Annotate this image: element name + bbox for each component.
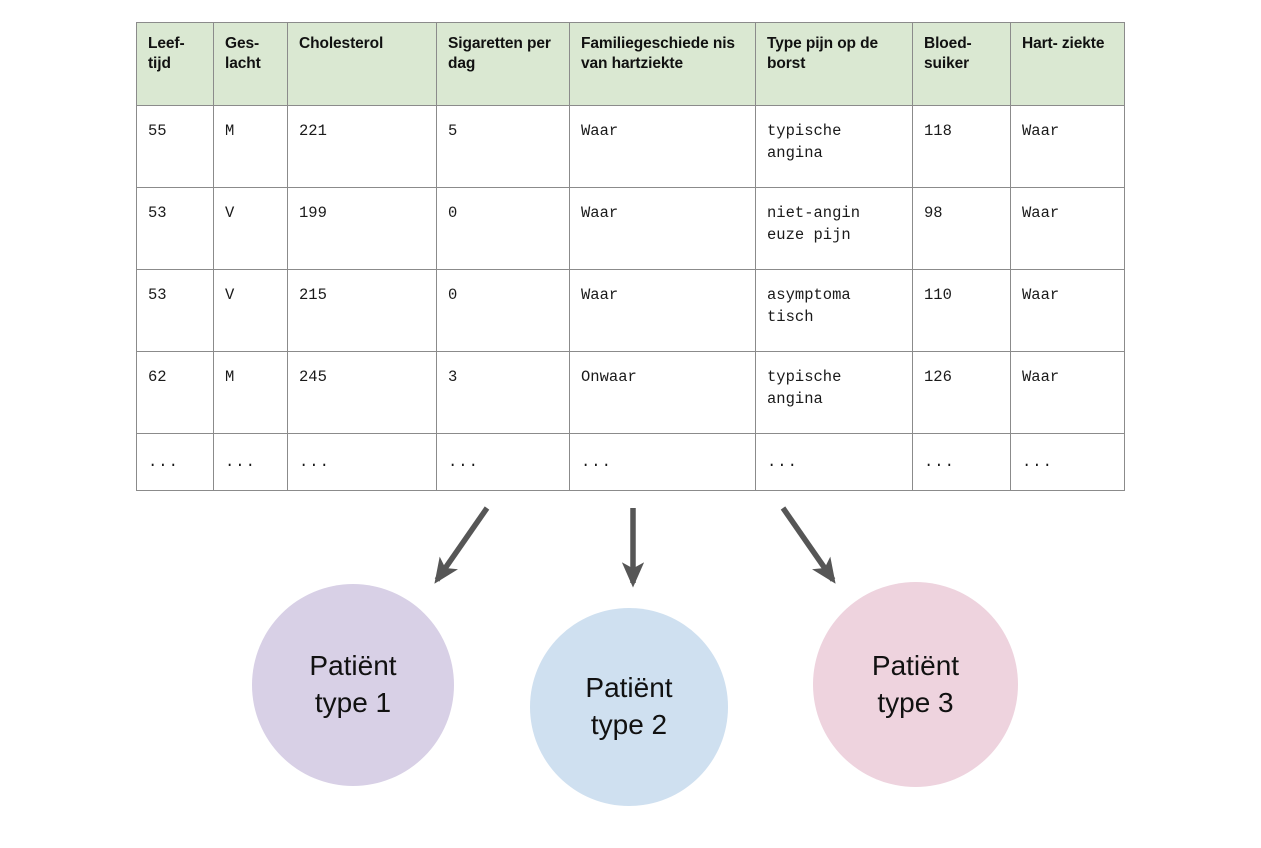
cell-cholesterol: 199 [287,187,437,270]
cell-ellipsis: ... [569,433,756,491]
cell-familiegeschiedenis: Waar [569,269,756,352]
cell-geslacht: V [213,269,288,352]
cell-pijn-op-de-borst: asymptoma tisch [755,269,913,352]
cell-hartziekte: Waar [1010,351,1125,434]
arrow-down-right [780,506,836,584]
cell-ellipsis: ... [136,433,214,491]
cell-ellipsis: ... [1010,433,1125,491]
table-row: 62 M 245 3 Onwaar typische angina 126 Wa… [136,351,1125,434]
column-header-cholesterol: Cholesterol [287,22,437,106]
column-header-sigaretten: Sigaretten per dag [436,22,570,106]
cell-cholesterol: 215 [287,269,437,352]
column-header-familiegeschiedenis: Familiegeschiede nis van hartziekte [569,22,756,106]
patient-data-table: Leef- tijd Ges- lacht Cholesterol Sigare… [136,22,1125,491]
cluster-circle-patient-type-1[interactable]: Patiënt type 1 [252,584,454,786]
arrow-down-left [434,506,490,584]
cell-ellipsis: ... [436,433,570,491]
cell-familiegeschiedenis: Onwaar [569,351,756,434]
cell-leeftijd: 62 [136,351,214,434]
cell-pijn-op-de-borst: typische angina [755,351,913,434]
cluster-label: Patiënt type 2 [585,672,673,740]
cell-geslacht: V [213,187,288,270]
cell-geslacht: M [213,105,288,188]
cell-cholesterol: 221 [287,105,437,188]
cell-leeftijd: 53 [136,269,214,352]
cell-sigaretten: 0 [436,187,570,270]
cell-ellipsis: ... [213,433,288,491]
cell-sigaretten: 0 [436,269,570,352]
column-header-hartziekte: Hart- ziekte [1010,22,1125,106]
cell-sigaretten: 3 [436,351,570,434]
cluster-label: Patiënt type 3 [871,649,960,718]
cell-leeftijd: 55 [136,105,214,188]
cluster-circle-patient-type-2[interactable]: Patiënt type 2 [530,608,728,806]
column-header-geslacht: Ges- lacht [213,22,288,106]
table-row-ellipsis: ... ... ... ... ... ... ... ... [136,433,1125,491]
column-header-bloedsuiker: Bloed- suiker [912,22,1011,106]
cell-familiegeschiedenis: Waar [569,105,756,188]
table-header: Leef- tijd Ges- lacht Cholesterol Sigare… [136,22,1125,106]
cell-pijn-op-de-borst: typische angina [755,105,913,188]
cell-bloedsuiker: 126 [912,351,1011,434]
cell-sigaretten: 5 [436,105,570,188]
cluster-circle-patient-type-3[interactable]: Patiënt type 3 [813,582,1018,787]
table-body: 55 M 221 5 Waar typische angina 118 Waar… [136,105,1125,491]
cluster-label: Patiënt type 1 [309,650,397,718]
cell-hartziekte: Waar [1010,269,1125,352]
cell-ellipsis: ... [287,433,437,491]
cell-geslacht: M [213,351,288,434]
column-header-leeftijd: Leef- tijd [136,22,214,106]
table-row: 53 V 215 0 Waar asymptoma tisch 110 Waar [136,269,1125,352]
table-header-row: Leef- tijd Ges- lacht Cholesterol Sigare… [136,22,1125,106]
cell-leeftijd: 53 [136,187,214,270]
cell-cholesterol: 245 [287,351,437,434]
cell-familiegeschiedenis: Waar [569,187,756,270]
table-row: 55 M 221 5 Waar typische angina 118 Waar [136,105,1125,188]
cell-hartziekte: Waar [1010,105,1125,188]
table-row: 53 V 199 0 Waar niet-angin euze pijn 98 … [136,187,1125,270]
cell-ellipsis: ... [755,433,913,491]
column-header-pijn-op-de-borst: Type pijn op de borst [755,22,913,106]
cell-hartziekte: Waar [1010,187,1125,270]
cell-bloedsuiker: 118 [912,105,1011,188]
cell-bloedsuiker: 98 [912,187,1011,270]
cell-pijn-op-de-borst: niet-angin euze pijn [755,187,913,270]
cell-bloedsuiker: 110 [912,269,1011,352]
cell-ellipsis: ... [912,433,1011,491]
